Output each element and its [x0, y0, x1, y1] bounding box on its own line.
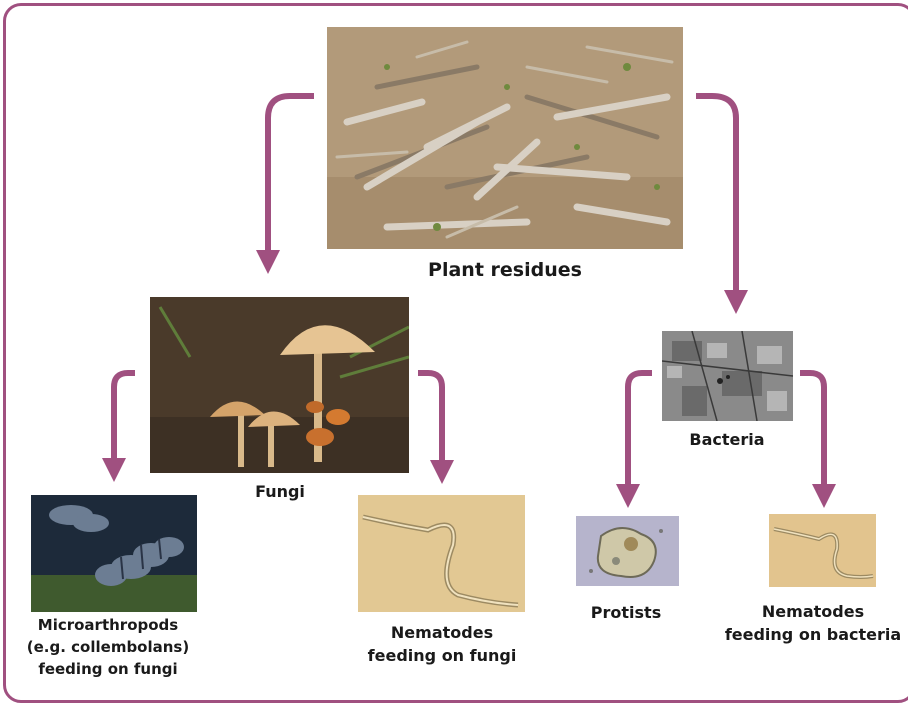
bacteria-label: Bacteria: [667, 429, 787, 451]
plant-residues-label: Plant residues: [390, 258, 620, 282]
fungi-label: Fungi: [220, 481, 340, 503]
nematodes-fungi-image: [358, 495, 525, 612]
arrow-fungi-to-microarthropods: [114, 373, 135, 470]
nematodes-bacteria-label: Nematodes feeding on bacteria: [718, 600, 908, 646]
fungi-image: [150, 297, 409, 473]
protists-label: Protists: [566, 602, 686, 624]
arrow-bacteria-to-protists: [628, 373, 652, 496]
microarthropods-image: [31, 495, 197, 612]
arrow-bacteria-to-nematodes: [800, 373, 824, 496]
nematodes-fungi-label: Nematodes feeding on fungi: [342, 621, 542, 667]
nematodes-bacteria-image: [769, 514, 876, 587]
protists-image: [576, 516, 679, 586]
arrow-fungi-to-nematodes: [418, 373, 442, 472]
arrow-residues-to-bacteria: [696, 96, 736, 302]
arrow-residues-to-fungi: [268, 96, 314, 262]
bacteria-image: [662, 331, 793, 421]
plant-residues-image: [327, 27, 683, 249]
microarthropods-label: Microarthropods (e.g. collembolans) feed…: [8, 614, 208, 680]
